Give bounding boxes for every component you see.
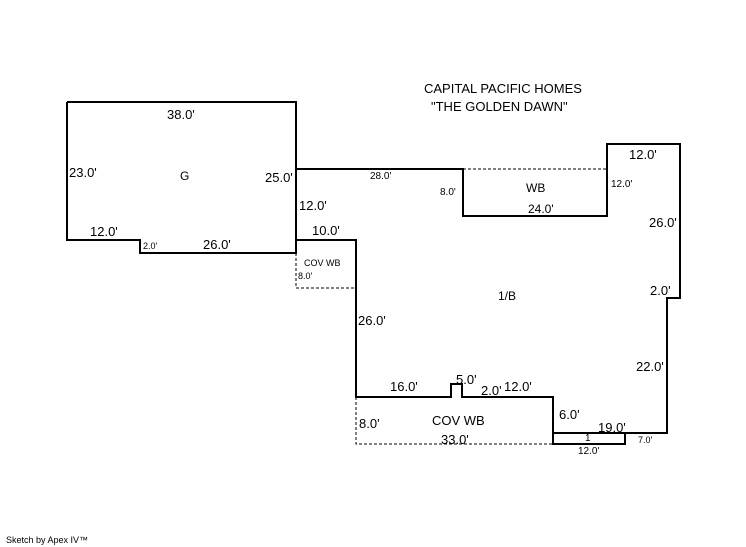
area-label-wb: WB: [526, 181, 546, 195]
area-label-cov-wb-small: COV WB: [304, 258, 341, 268]
dim-g-left: 23.0': [69, 165, 97, 180]
dim-bottom-right: 19.0': [598, 420, 626, 435]
dim-g-bottom-right: 26.0': [203, 237, 231, 252]
main-outline: [296, 143, 681, 445]
dim-right-top: 12.0': [629, 147, 657, 162]
dim-wb-right: 12.0': [611, 179, 633, 190]
dim-left-lower: 26.0': [358, 313, 386, 328]
cov-wb-small-dashed: [295, 253, 356, 289]
dim-cov-large-bottom: 33.0': [441, 432, 469, 447]
area-label-garage: G: [180, 169, 190, 183]
dim-bottom-step: 6.0': [559, 407, 580, 422]
garage-outline: [66, 101, 297, 254]
dim-wb-left: 8.0': [440, 187, 456, 198]
area-label-small-box: 1: [585, 433, 591, 444]
dim-cov-small-side: 8.0': [298, 271, 313, 281]
dim-g-step: 2.0': [143, 241, 158, 251]
dim-cov-large-side: 8.0': [359, 416, 380, 431]
dim-left-step: 10.0': [312, 223, 340, 238]
title-company: CAPITAL PACIFIC HOMES: [424, 81, 582, 96]
dim-g-top: 38.0': [167, 107, 195, 122]
dim-bump-right: 2.0': [481, 383, 502, 398]
dim-bottom-left: 16.0': [390, 379, 418, 394]
cov-wb-large-dashed: [355, 397, 553, 445]
footer-credit: Sketch by Apex IV™: [6, 535, 89, 545]
dim-right-lower: 22.0': [636, 359, 664, 374]
title-model: "THE GOLDEN DAWN": [431, 99, 568, 114]
dim-small-box-right: 7.0': [638, 435, 653, 445]
dim-bump-top: 5.0': [456, 372, 477, 387]
dim-left-upper: 12.0': [299, 198, 327, 213]
area-label-cov-wb-large: COV WB: [432, 413, 485, 428]
dim-wb-bottom: 24.0': [528, 202, 554, 216]
dim-small-box-bottom: 12.0': [578, 446, 600, 457]
dim-g-right: 25.0': [265, 170, 293, 185]
dim-g-bottom-left: 12.0': [90, 224, 118, 239]
dim-right-step: 2.0': [650, 283, 671, 298]
dim-right-upper: 26.0': [649, 215, 677, 230]
dim-bottom-mid: 12.0': [504, 379, 532, 394]
area-label-main: 1/B: [498, 289, 517, 303]
dim-main-top: 28.0': [370, 171, 392, 182]
